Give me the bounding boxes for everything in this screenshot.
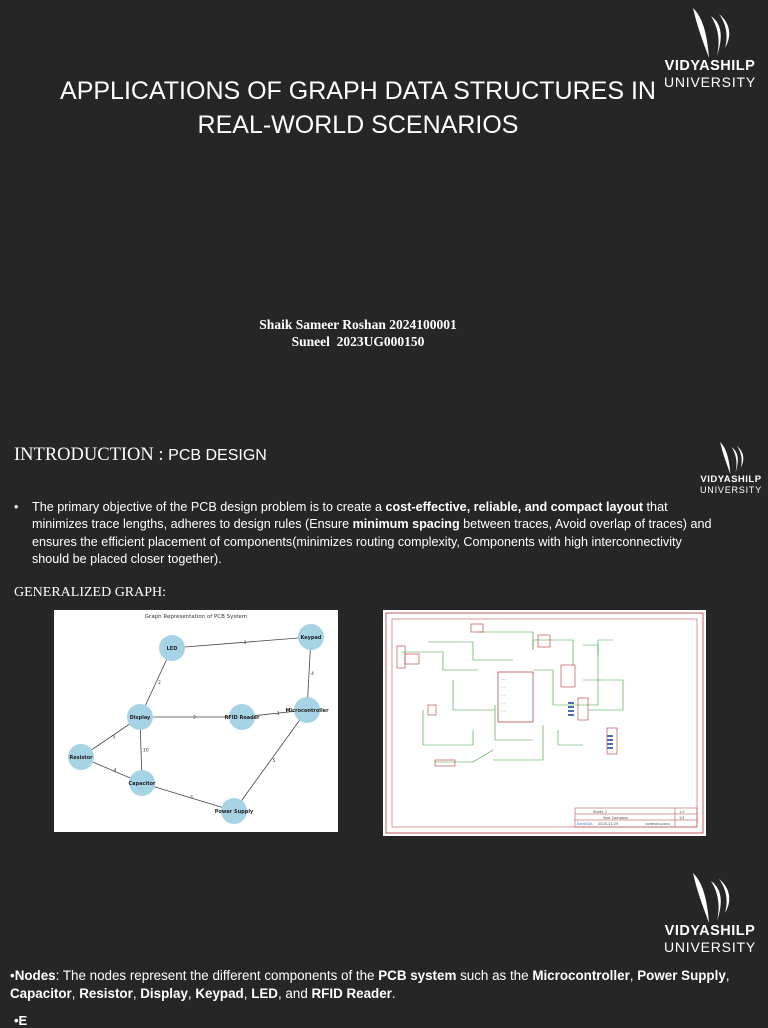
logo-line2: UNIVERSITY xyxy=(700,485,763,495)
graph-title: Graph Representation of PCB System xyxy=(145,614,247,620)
graph-node xyxy=(221,798,247,824)
university-logo: VIDYASHILP UNIVERSITY xyxy=(662,8,758,90)
trailing-text: •E xyxy=(14,1013,28,1028)
graph-node xyxy=(159,635,185,661)
university-emblem-icon xyxy=(693,873,730,923)
graph-edge xyxy=(233,709,308,812)
svg-text:.....: ..... xyxy=(501,709,506,713)
presentation-title: APPLICATIONS OF GRAPH DATA STRUCTURES IN… xyxy=(60,77,656,139)
logo-line2: UNIVERSITY xyxy=(663,939,756,955)
graph-node xyxy=(127,704,153,730)
graph-node xyxy=(294,697,320,723)
pcb-schematic-figure: .......... .......... ..... xyxy=(383,610,706,836)
svg-text:.....: ..... xyxy=(501,685,506,689)
logo-line1: VIDYASHILP xyxy=(700,474,762,485)
section-heading: INTRODUCTION : PCB DESIGN xyxy=(14,445,267,466)
edge-weight-label: 4 xyxy=(311,671,314,677)
edge-weight-label: 2 xyxy=(193,715,196,721)
nodes-description: •Nodes: The nodes represent the differen… xyxy=(10,968,730,1001)
schematic-drawn-by: SAMEERSHAIK2601 xyxy=(645,822,671,826)
schematic-brand: EasyEDA xyxy=(577,822,593,826)
graph-edge xyxy=(141,782,235,812)
edge-weight-label: 10 xyxy=(143,748,149,754)
edge-weight-label: 4 xyxy=(114,768,117,774)
svg-text:.....: ..... xyxy=(501,701,506,705)
graph-node-label: Microcontroller xyxy=(285,708,329,714)
edge-weight-label: 5 xyxy=(273,758,276,764)
graph-node xyxy=(298,624,324,650)
graph-node-label: Resistor xyxy=(69,755,93,761)
pcb-graph: Graph Representation of PCB System 3 2 4 2 3… xyxy=(68,614,329,824)
university-logo: VIDYASHILP UNIVERSITY xyxy=(700,442,762,495)
pcb-graph-figure: Graph Representation of PCB System 3 2 4 2 3… xyxy=(54,610,338,832)
title-slide: VIDYASHILP UNIVERSITY APPLICATIONS OF GR… xyxy=(0,0,768,425)
graph-node-label: Display xyxy=(130,715,151,721)
objective-text: The primary objective of the PCB design … xyxy=(32,500,712,567)
introduction-slide: VIDYASHILP UNIVERSITY INTRODUCTION : PCB… xyxy=(0,425,768,865)
svg-text:.....: ..... xyxy=(501,677,506,681)
graph-node-label: Power Supply xyxy=(215,809,254,815)
authors-block: Shaik Sameer Roshan 2024100001 Suneel 20… xyxy=(200,316,516,350)
edge-weight-label: 5 xyxy=(113,735,116,741)
graph-node xyxy=(129,770,155,796)
logo-line1: VIDYASHILP xyxy=(664,923,756,939)
schematic-date: 2023-11-25 xyxy=(598,822,618,826)
pcb-schematic: .......... .......... ..... xyxy=(385,612,704,834)
heading-main: INTRODUCTION : xyxy=(14,445,164,465)
edge-weight-label: 2 xyxy=(158,680,161,686)
nodes-slide: VIDYASHILP UNIVERSITY •Nodes: The nodes … xyxy=(0,865,768,1028)
university-logo: VIDYASHILP UNIVERSITY xyxy=(662,873,758,955)
schematic-rev: 1.0 xyxy=(679,810,685,814)
graph-node-label: RFID Reader xyxy=(224,715,260,721)
logo-line2: UNIVERSITY xyxy=(663,74,756,90)
edge-weight-label: 3 xyxy=(244,640,247,646)
graph-node-label: Keypad xyxy=(301,635,322,641)
objective-bullet: • The primary objective of the PCB desig… xyxy=(14,499,714,569)
graph-node xyxy=(68,744,94,770)
graph-node xyxy=(229,704,255,730)
heading-sub: PCB DESIGN xyxy=(168,447,267,464)
edge-weight-label: 3 xyxy=(190,795,193,801)
generalized-graph-heading: GENERALIZED GRAPH: xyxy=(14,585,167,600)
author-1: Shaik Sameer Roshan 2024100001 xyxy=(259,317,457,332)
schematic-sheet: Sheet_1 xyxy=(593,810,607,814)
svg-text:.....: ..... xyxy=(501,693,506,697)
university-emblem-icon xyxy=(720,442,744,474)
logo-line1: VIDYASHILP xyxy=(664,58,756,74)
edge-weight-label: 3 xyxy=(277,711,280,717)
graph-edge xyxy=(171,636,312,649)
bullet-dot: • xyxy=(14,500,19,514)
schematic-company: Your Company xyxy=(603,816,628,820)
graph-node-label: LED xyxy=(167,646,178,652)
author-2: Suneel 2023UG000150 xyxy=(291,334,425,349)
university-emblem-icon xyxy=(693,8,730,58)
schematic-sheet-no: 1/1 xyxy=(679,816,685,820)
graph-node-label: Capacitor xyxy=(129,781,156,787)
